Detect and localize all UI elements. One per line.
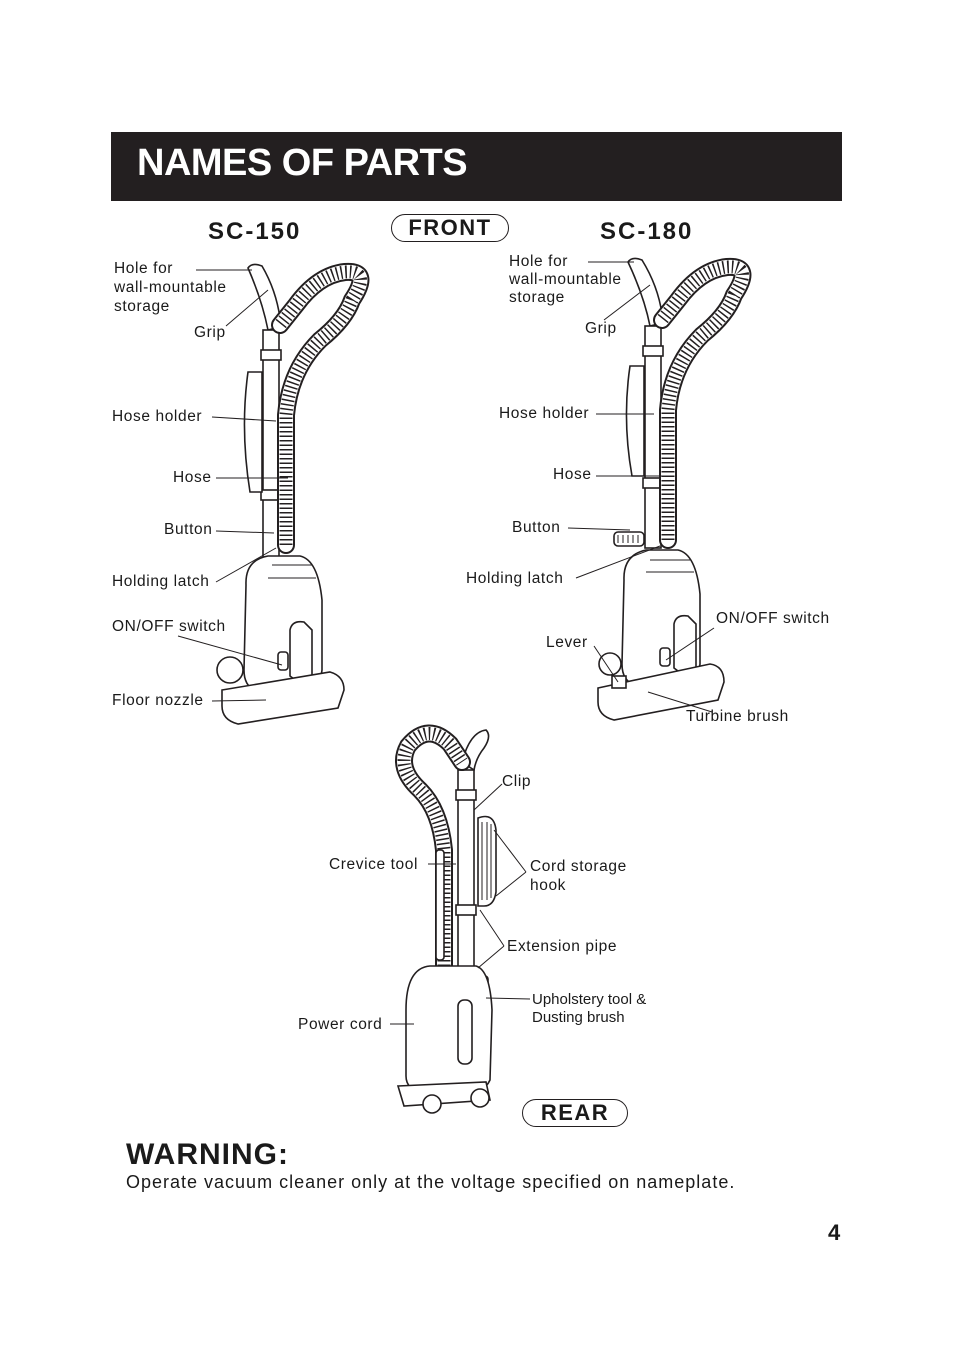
rear-label-upholstery-line2: Dusting brush	[532, 1009, 625, 1026]
rear-label-crevice-tool: Crevice tool	[329, 856, 419, 873]
sc180-label-hole-line1: Hole for	[509, 253, 569, 270]
rear-label-upholstery-line1: Upholstery tool &	[532, 991, 647, 1008]
sc180-label-grip: Grip	[585, 320, 617, 337]
rear-label-clip: Clip	[502, 773, 532, 790]
warning-text: Operate vacuum cleaner only at the volta…	[126, 1172, 736, 1192]
sc150-label-hole-line3: storage	[114, 298, 170, 315]
rear-view-badge: REAR	[522, 1099, 628, 1127]
sc180-label-on-off-switch: ON/OFF switch	[716, 610, 830, 627]
page-title: NAMES OF PARTS	[137, 142, 468, 184]
sc180-label-button: Button	[512, 519, 561, 536]
section-banner: NAMES OF PARTS	[111, 132, 842, 201]
sc180-label-hole-line3: storage	[509, 289, 565, 306]
sc180-leader-lines	[567, 261, 715, 713]
model-sc150-heading: SC-150	[208, 218, 302, 245]
sc150-label-holding-latch: Holding latch	[112, 573, 210, 590]
front-view-badge: FRONT	[391, 214, 509, 242]
sc180-label-hose-holder: Hose holder	[499, 405, 590, 422]
sc150-label-hose-holder: Hose holder	[112, 408, 203, 425]
sc150-label-grip: Grip	[194, 324, 226, 341]
sc180-label-lever: Lever	[546, 634, 588, 651]
sc180-label-holding-latch: Holding latch	[466, 570, 564, 587]
rear-label-power-cord: Power cord	[298, 1016, 383, 1033]
rear-label-cord-storage-hook-line2: hook	[530, 877, 567, 894]
sc150-label-hole-line2: wall-mountable	[114, 279, 227, 296]
sc150-label-button: Button	[164, 521, 213, 538]
sc150-label-floor-nozzle: Floor nozzle	[112, 692, 204, 709]
page-number: 4	[828, 1220, 841, 1245]
sc150-label-on-off-switch: ON/OFF switch	[112, 618, 226, 635]
rear-label-cord-storage-hook-line1: Cord storage	[530, 858, 627, 875]
rear-leader-lines	[390, 783, 531, 1025]
rear-label-extension-pipe: Extension pipe	[507, 938, 618, 955]
sc150-label-hose: Hose	[173, 469, 212, 486]
sc180-label-turbine-brush: Turbine brush	[686, 708, 789, 725]
sc150-label-hole-line1: Hole for	[114, 260, 174, 277]
rear-vacuum-illustration	[395, 724, 497, 1114]
sc150-vacuum-illustration	[216, 262, 370, 725]
sc180-vacuum-illustration	[597, 257, 752, 721]
model-sc180-heading: SC-180	[600, 218, 694, 245]
sc150-leader-lines	[177, 269, 288, 702]
sc180-label-hole-line2: wall-mountable	[509, 271, 622, 288]
warning-heading: WARNING:	[126, 1138, 289, 1171]
sc180-label-hose: Hose	[553, 466, 592, 483]
